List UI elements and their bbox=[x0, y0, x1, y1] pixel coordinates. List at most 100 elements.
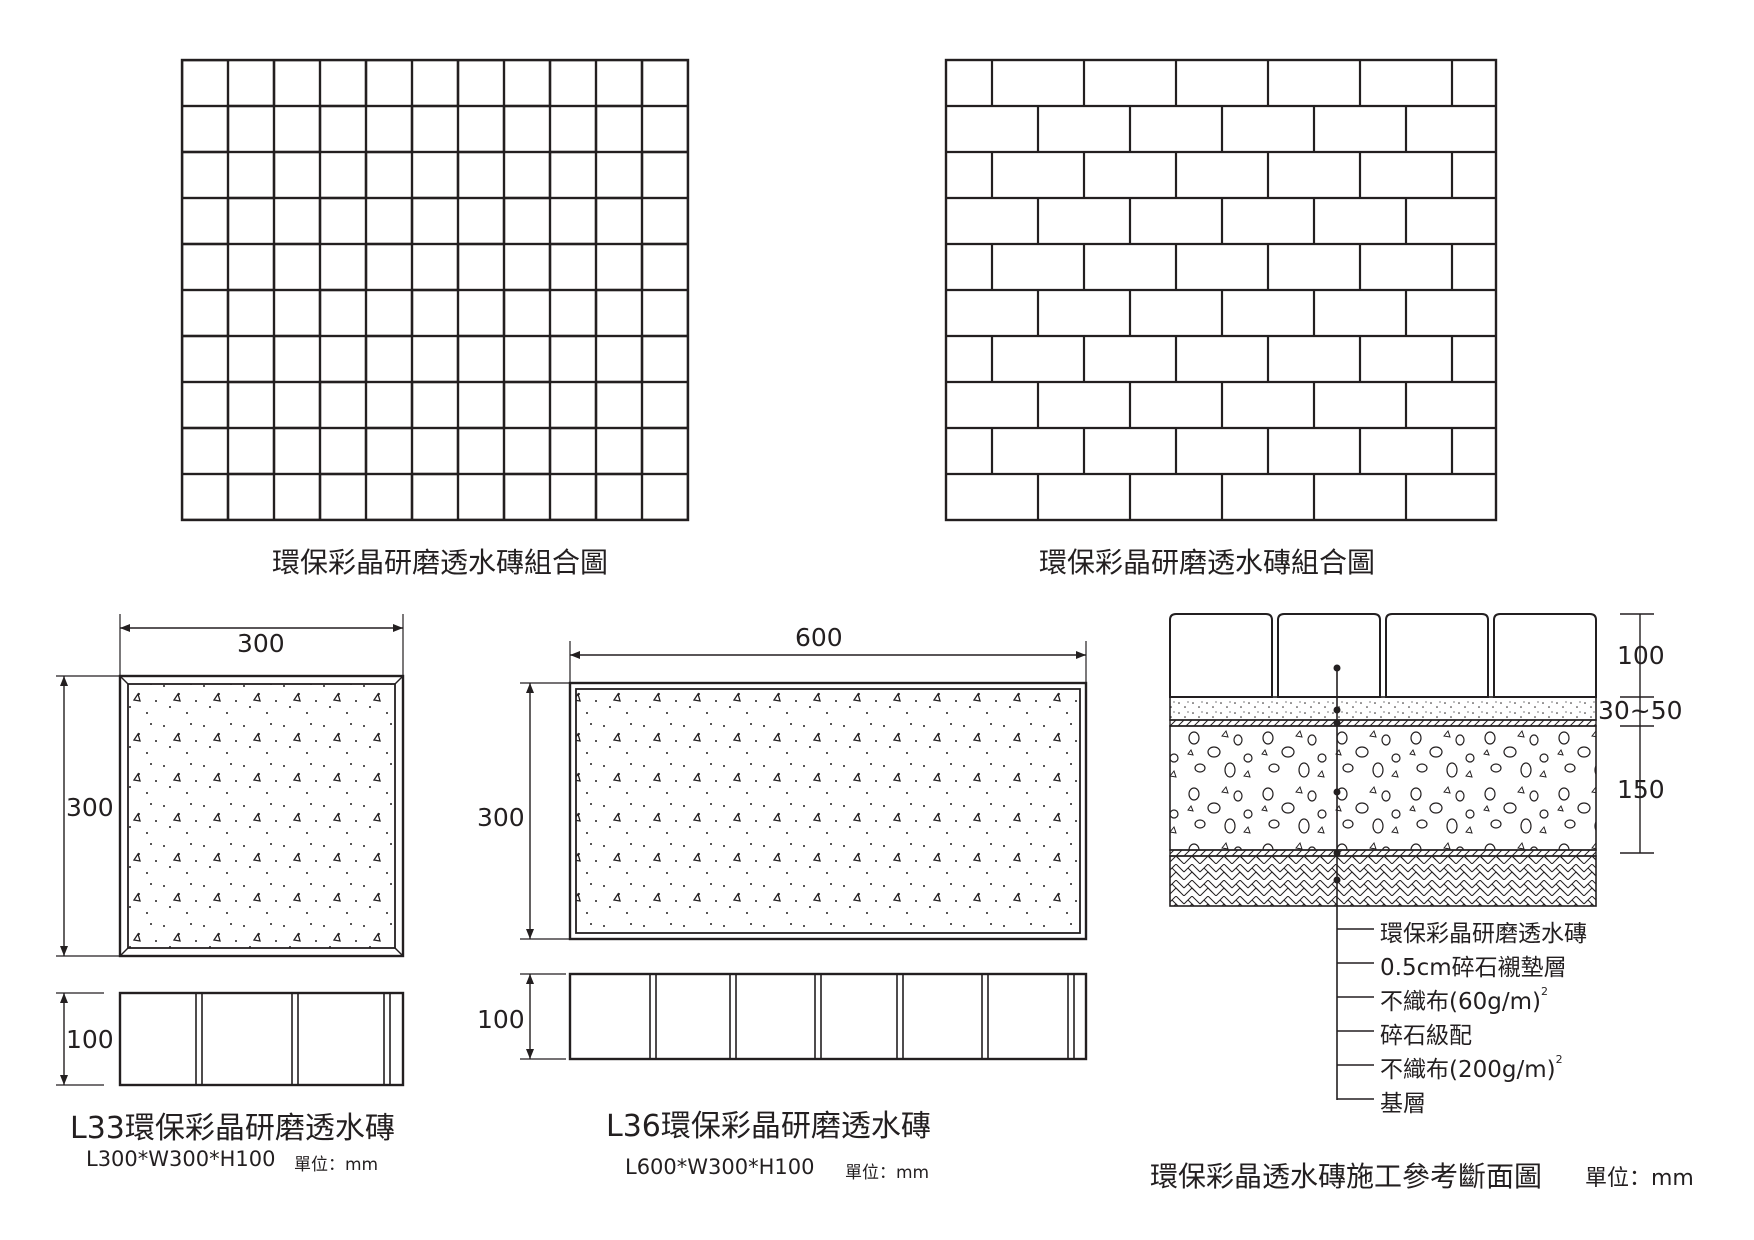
arrowhead bbox=[526, 1049, 534, 1059]
paver bbox=[1240, 290, 1332, 336]
paver bbox=[686, 60, 688, 108]
paver bbox=[1010, 336, 1102, 382]
paver bbox=[1332, 106, 1424, 152]
paver bbox=[1516, 198, 1562, 290]
paver bbox=[1286, 612, 1332, 704]
paver bbox=[1562, 244, 1654, 290]
paver bbox=[0, 152, 44, 244]
paver bbox=[44, 198, 90, 290]
paver bbox=[964, 198, 1056, 244]
leader-dot bbox=[1333, 849, 1341, 857]
paver bbox=[734, 428, 826, 474]
leader-dot bbox=[1333, 719, 1341, 727]
paver bbox=[642, 612, 734, 658]
paver bbox=[1286, 0, 1378, 14]
paver bbox=[44, 106, 136, 152]
paver bbox=[826, 336, 918, 382]
l36-height-label: 300 bbox=[477, 803, 525, 832]
geotextile-200-layer bbox=[1169, 849, 1597, 857]
paver bbox=[0, 428, 44, 520]
paver bbox=[780, 106, 872, 152]
paver-block bbox=[1493, 613, 1597, 698]
paver bbox=[1010, 0, 1056, 60]
paver bbox=[44, 474, 136, 520]
paver bbox=[1516, 106, 1562, 198]
paver bbox=[1700, 658, 1746, 750]
arrowhead bbox=[60, 993, 68, 1003]
paver bbox=[686, 380, 688, 430]
paver bbox=[964, 566, 1010, 658]
arrowhead bbox=[526, 683, 534, 693]
paver bbox=[182, 196, 184, 292]
arrowhead bbox=[570, 651, 580, 659]
paver bbox=[456, 60, 506, 62]
paver bbox=[1240, 106, 1332, 152]
paver bbox=[964, 474, 1056, 520]
paver bbox=[44, 14, 136, 60]
paver bbox=[1470, 244, 1562, 290]
paver bbox=[1700, 474, 1746, 566]
paver bbox=[318, 60, 414, 62]
paver bbox=[918, 0, 964, 60]
paver bbox=[872, 566, 964, 612]
l33-height-label: 300 bbox=[66, 793, 114, 822]
l36-title: L36環保彩晶研磨透水磚 bbox=[606, 1109, 931, 1144]
paver bbox=[826, 336, 872, 428]
paver bbox=[44, 658, 90, 750]
paver bbox=[1516, 566, 1608, 612]
paver bbox=[1608, 290, 1654, 382]
paver bbox=[780, 106, 826, 198]
right-pattern-caption: 環保彩晶研磨透水磚組合圖 bbox=[1039, 546, 1376, 579]
paver bbox=[872, 290, 964, 336]
paver bbox=[1102, 428, 1194, 474]
paver bbox=[412, 658, 504, 704]
paver bbox=[0, 382, 44, 428]
paver bbox=[1608, 474, 1700, 520]
l36-thickness-label: 100 bbox=[477, 1005, 525, 1034]
paver bbox=[44, 474, 90, 566]
paver bbox=[780, 566, 872, 612]
paver bbox=[826, 0, 872, 60]
paver bbox=[594, 60, 688, 62]
paver bbox=[364, 60, 414, 62]
paver bbox=[826, 152, 872, 244]
paver bbox=[1424, 198, 1516, 244]
paver bbox=[1194, 244, 1286, 290]
paver bbox=[0, 152, 90, 198]
paver bbox=[1562, 612, 1608, 704]
paver bbox=[0, 0, 90, 14]
paver bbox=[90, 520, 136, 612]
paver bbox=[1700, 290, 1746, 382]
paver bbox=[826, 0, 918, 14]
l36-top-face bbox=[575, 688, 1081, 934]
paver bbox=[182, 60, 230, 62]
paver bbox=[1516, 474, 1608, 520]
paver bbox=[686, 196, 688, 292]
paver bbox=[734, 152, 826, 198]
section-dim-top: 100 bbox=[1617, 641, 1665, 670]
paver bbox=[1470, 520, 1562, 566]
left-pattern-caption: 環保彩晶研磨透水磚組合圖 bbox=[272, 546, 609, 579]
paver bbox=[1516, 198, 1608, 244]
paver bbox=[0, 244, 90, 290]
paver bbox=[688, 566, 780, 612]
paver bbox=[964, 14, 1056, 60]
paver bbox=[182, 60, 184, 108]
paver bbox=[1516, 290, 1608, 336]
paver bbox=[872, 566, 918, 658]
paver bbox=[918, 336, 1010, 382]
layer-label-geotextile-60: 不織布(60g/m)2 bbox=[1380, 985, 1548, 1015]
paver bbox=[1654, 336, 1746, 382]
arrowhead bbox=[60, 676, 68, 686]
paver bbox=[734, 336, 826, 382]
paver bbox=[90, 428, 136, 520]
paver bbox=[686, 288, 688, 338]
herringbone-pattern bbox=[0, 0, 1746, 750]
paver bbox=[1194, 612, 1240, 704]
paver bbox=[918, 612, 1010, 658]
paver bbox=[1286, 336, 1378, 382]
paver bbox=[44, 382, 136, 428]
l33-top-face bbox=[127, 683, 396, 949]
paver bbox=[1470, 428, 1562, 474]
